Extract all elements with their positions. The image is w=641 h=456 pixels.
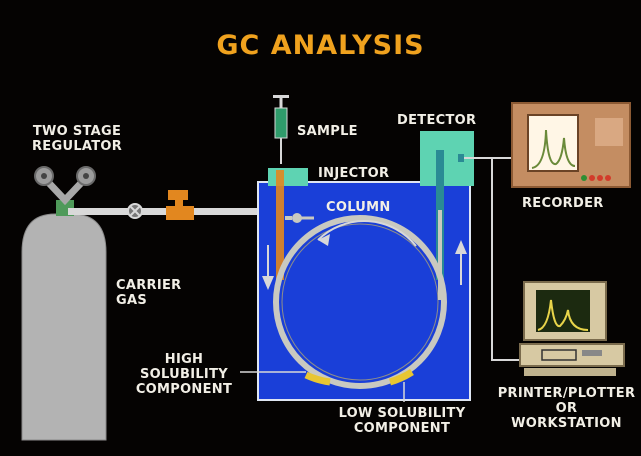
diagram-title: GC ANALYSIS — [216, 30, 425, 61]
workstation-trace — [537, 299, 589, 331]
label-column: COLUMN — [326, 200, 391, 215]
label-injector: INJECTOR — [318, 166, 390, 181]
high-solubility-band — [304, 371, 331, 386]
injector-block — [268, 168, 308, 280]
recorder-device — [511, 102, 631, 188]
label-detector: DETECTOR — [397, 113, 477, 128]
signal-wires — [464, 157, 520, 361]
label-sample: SAMPLE — [297, 124, 358, 139]
regulator-icon — [34, 166, 96, 206]
flow-arrows — [262, 220, 467, 290]
syringe-icon — [273, 95, 289, 164]
column-coil — [273, 210, 447, 389]
carrier-gas-cylinder — [21, 200, 107, 441]
workstation-device — [519, 281, 625, 376]
recorder-trace — [531, 129, 576, 169]
label-recorder: RECORDER — [522, 196, 604, 211]
low-solubility-band — [388, 369, 414, 386]
leader-lines — [240, 371, 405, 402]
carrier-gas-line — [68, 190, 288, 220]
